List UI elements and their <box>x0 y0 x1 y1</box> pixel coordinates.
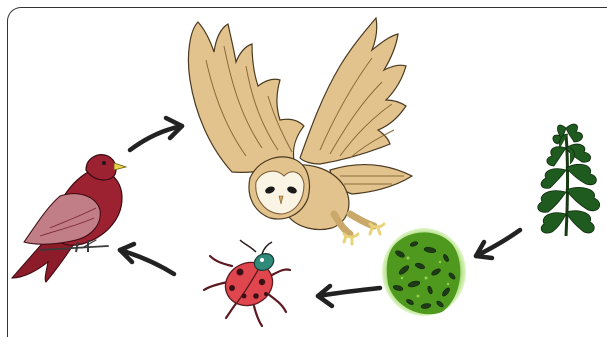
arrow-ladybug-to-bird <box>120 244 174 274</box>
ladybug-icon <box>204 240 290 326</box>
plant-icon <box>538 124 600 236</box>
arrow-aphids-to-ladybug <box>318 286 380 306</box>
bird-icon <box>12 155 126 282</box>
owl-icon <box>188 18 412 244</box>
aphids-icon <box>382 228 466 316</box>
arrow-plant-to-aphids <box>476 230 520 258</box>
arrow-bird-to-owl <box>130 118 182 150</box>
